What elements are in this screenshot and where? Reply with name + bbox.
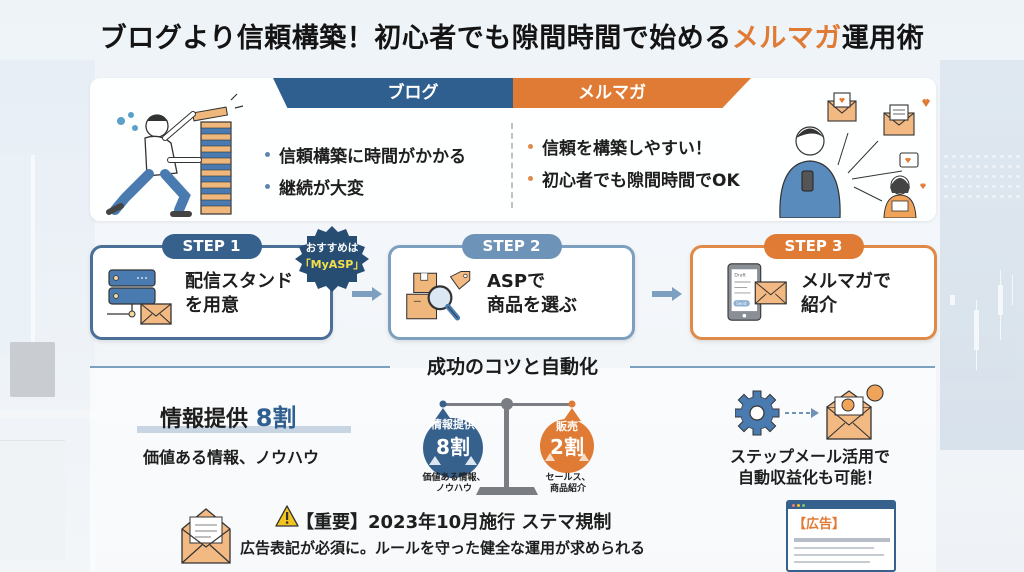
- scale-right-ratio: 2割: [550, 435, 584, 459]
- step-3-label: STEP 3: [763, 234, 864, 259]
- info-highlight: [137, 426, 351, 433]
- background-desk: [0, 410, 95, 418]
- background-drawers: [0, 440, 65, 560]
- phone-send-text: Send: [736, 301, 747, 306]
- phone-user-illustration: [779, 92, 930, 218]
- comparison-panel: ブログ メルマガ 信頼構築に時間がかかる 継続が大変 信頼を構築しやすい！ 初心…: [90, 78, 936, 221]
- title-suffix: 運用術: [841, 23, 925, 54]
- section-divider-right: [630, 366, 935, 368]
- ad-browser-icon: 【広告】: [786, 500, 896, 572]
- phone-mail-icon: Draft Send: [727, 263, 787, 321]
- title-prefix: ブログより信頼構築！初心者でも隙間時間で始める: [99, 23, 732, 54]
- scale-right-caption: セールス、商品紹介: [545, 473, 591, 494]
- background-monitor: [10, 342, 55, 397]
- tab-blog: ブログ: [273, 78, 513, 108]
- blog-point: 継続が大変: [265, 174, 466, 199]
- scale-left-ratio: 8割: [436, 435, 470, 459]
- step-3-card: STEP 3 Draft Send メルマガで 紹介: [690, 234, 937, 340]
- bullet-dot-icon: [265, 152, 270, 157]
- badge-line-1: おすすめは: [305, 242, 359, 254]
- section-divider-left: [90, 366, 390, 368]
- comparison-divider: [511, 123, 513, 208]
- info-ratio: 8割: [255, 404, 297, 432]
- step-1-label: STEP 1: [161, 234, 262, 259]
- balance-scale-icon: [423, 398, 594, 495]
- warning-icon: [275, 505, 299, 527]
- blog-points: 信頼構築に時間がかかる 継続が大変: [265, 142, 466, 206]
- info-title: 情報提供 8割: [160, 404, 297, 432]
- box-search-icon: [406, 271, 471, 321]
- scale-left-caption: 価値ある情報、ノウハウ: [422, 473, 486, 494]
- bullet-dot-icon: [528, 176, 533, 181]
- step-2-card: STEP 2 ASPで 商品を選ぶ: [388, 234, 635, 340]
- recommend-badge: おすすめは 「MyASP」: [292, 226, 372, 292]
- info-subtitle: 価値ある情報、ノウハウ: [143, 448, 320, 467]
- section-title: 成功のコツと自動化: [426, 356, 598, 378]
- scale-right-label: 販売: [556, 420, 578, 433]
- automation-illustration: [735, 384, 884, 440]
- arrow-right-icon: [352, 287, 382, 301]
- scale-left-label: 情報提供: [431, 418, 475, 431]
- badge-line-2: 「MyASP」: [299, 258, 365, 271]
- warning-subtitle: 広告表記が必須に。ルールを守った健全な運用が求められる: [240, 539, 646, 557]
- bullet-dot-icon: [265, 184, 270, 189]
- mailmag-points: 信頼を構築しやすい！ 初心者でも隙間時間でOK: [528, 134, 740, 198]
- background-window: [0, 155, 35, 355]
- gear-icon: [735, 390, 780, 436]
- warning-title: 【重要】2023年10月施行 ステマ規制: [296, 512, 612, 533]
- step-2-label: STEP 2: [461, 234, 562, 259]
- arrow-right-icon: [652, 287, 682, 301]
- mailmag-point: 信頼を構築しやすい！: [528, 134, 740, 159]
- automation-text: ステップメール活用で 自動収益化も可能！: [729, 447, 890, 487]
- title-accent: メルマガ: [731, 23, 842, 54]
- step-2-text: ASPで 商品を選ぶ: [487, 271, 577, 316]
- background-office: [0, 60, 95, 572]
- phone-draft-text: Draft: [734, 273, 746, 279]
- jenga-struggle-illustration: [106, 93, 244, 217]
- background-data-chart: [940, 60, 1024, 450]
- blog-point: 信頼構築に時間がかかる: [265, 142, 466, 167]
- step-1-card: STEP 1 配信スタンド を用意: [90, 234, 333, 340]
- starburst-icon: [295, 226, 369, 292]
- mailmag-point: 初心者でも隙間時間でOK: [528, 166, 740, 191]
- tab-mailmag: メルマガ: [513, 78, 751, 108]
- server-mail-icon: [107, 269, 172, 325]
- step-1-text: 配信スタンド を用意: [185, 271, 293, 316]
- step-3-text: メルマガで 紹介: [801, 271, 891, 316]
- ad-label: 【広告】: [793, 517, 846, 532]
- page-title: ブログより信頼構築！初心者でも隙間時間で始めるメルマガ運用術: [0, 16, 1024, 55]
- open-envelope-icon: [181, 508, 231, 564]
- bullet-dot-icon: [528, 144, 533, 149]
- money-envelope-icon: [826, 384, 884, 440]
